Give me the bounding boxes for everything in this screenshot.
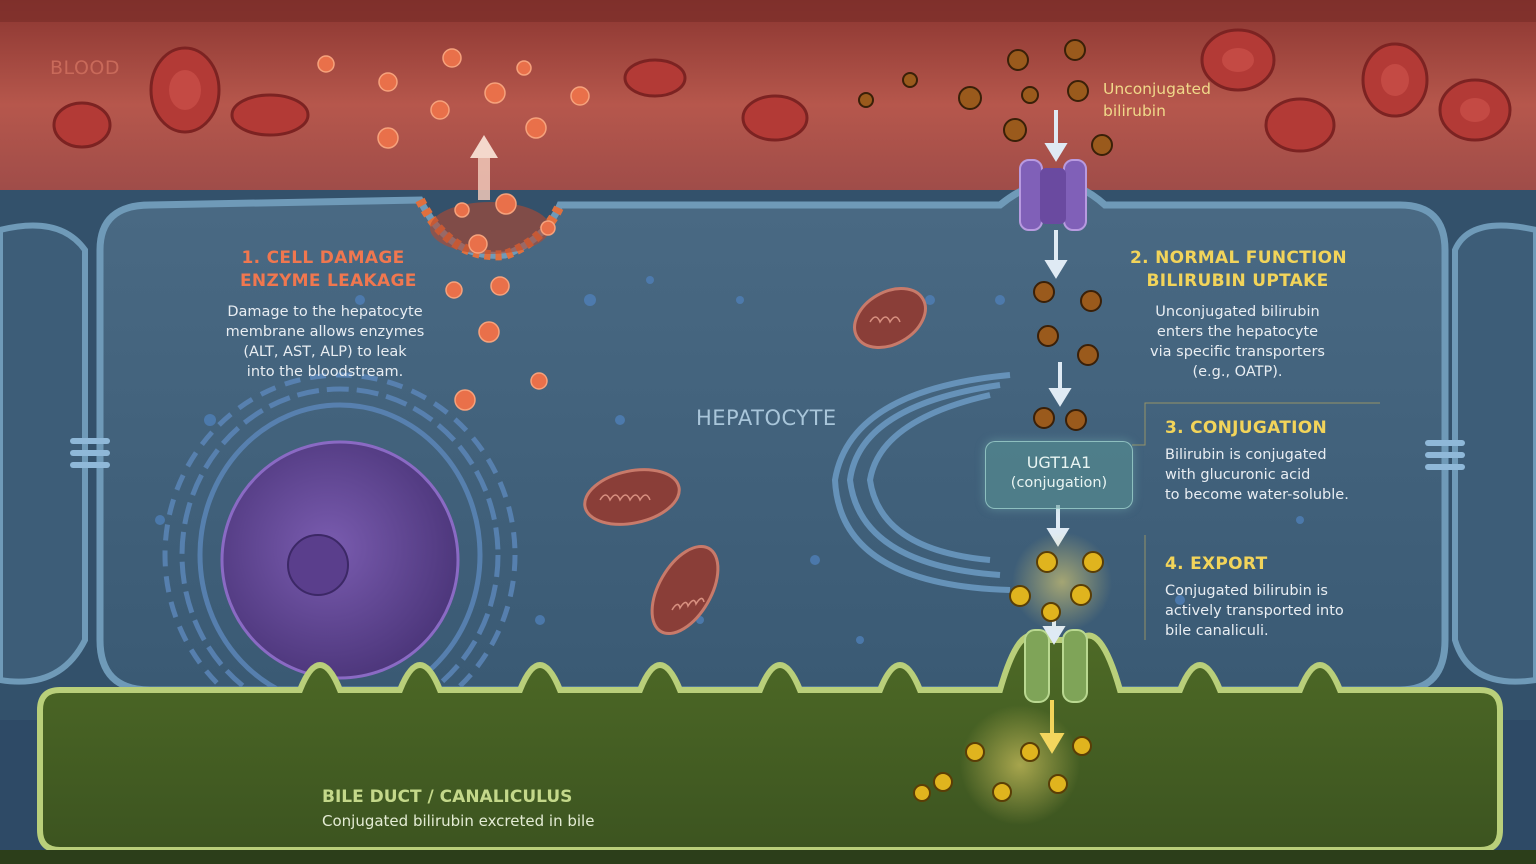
bile-duct-title: BILE DUCT / CANALICULUS [322, 787, 573, 807]
unconjugated-bilirubin [858, 39, 1113, 431]
bile-canaliculus [37, 632, 1503, 853]
step-1-text-line: membrane allows enzymes [225, 324, 425, 340]
ugt1a1-sub: (conjugation) [1010, 475, 1108, 491]
callout-lines [1132, 402, 1380, 640]
step-2-title-line1: 2. NORMAL FUNCTION [1130, 248, 1347, 268]
step-2-text-line: via specific transporters [1150, 344, 1325, 360]
step-1-text-line: into the bloodstream. [246, 364, 404, 380]
bile-duct-subtitle: Conjugated bilirubin excreted in bile [322, 812, 595, 830]
step-3-text-line: with glucuronic acid [1165, 467, 1311, 483]
ugt1a1-name: UGT1A1 [1026, 453, 1092, 472]
step-3-text: Bilirubin is conjugated with glucuronic … [1165, 445, 1349, 505]
hepatocyte-label: HEPATOCYTE [696, 406, 837, 430]
ugt1a1-box: UGT1A1 (conjugation) [985, 441, 1133, 509]
mrp2-transporter [1024, 629, 1088, 703]
step-1-block: 1. CELL DAMAGE ENZYME LEAKAGE [240, 248, 417, 291]
step-2-text-line: Unconjugated bilirubin [1155, 304, 1320, 320]
blood-label: BLOOD [50, 57, 120, 79]
step-2-title-line2: BILIRUBIN UPTAKE [1146, 271, 1329, 291]
step-3-text-line: Bilirubin is conjugated [1165, 447, 1327, 463]
golgi-apparatus [831, 372, 1011, 593]
step-2-text: Unconjugated bilirubin enters the hepato… [1135, 302, 1340, 382]
step-1-title-line1: 1. CELL DAMAGE [241, 248, 405, 268]
step-1-text: Damage to the hepatocyte membrane allows… [225, 302, 425, 382]
mitochondria [583, 287, 927, 636]
step-2-block: 2. NORMAL FUNCTION BILIRUBIN UPTAKE [1130, 248, 1347, 291]
step-1-title-line2: ENZYME LEAKAGE [240, 271, 417, 291]
nucleolus [287, 534, 349, 596]
unconjugated-bilirubin-label: Unconjugated bilirubin [1103, 80, 1211, 120]
step-1-text-line: (ALT, AST, ALP) to leak [243, 344, 407, 360]
step-2-text-line: (e.g., OATP). [1192, 364, 1283, 380]
step-3-text-line: to become water-soluble. [1165, 487, 1349, 503]
step-4-text-line: Conjugated bilirubin is [1165, 583, 1328, 599]
oatp-transporter [1019, 159, 1087, 231]
step-2-text-line: enters the hepatocyte [1156, 324, 1319, 340]
leaked-enzymes [317, 48, 590, 411]
step-4-title: 4. EXPORT [1165, 554, 1268, 574]
step-3-title: 3. CONJUGATION [1165, 418, 1328, 438]
conjugated-bilirubin [913, 551, 1104, 802]
step-4-text-line: actively transported into [1165, 603, 1344, 619]
leak-arrow [470, 135, 498, 200]
step-4-text-line: bile canaliculi. [1165, 623, 1269, 639]
step-4-text: Conjugated bilirubin is actively transpo… [1165, 581, 1344, 641]
step-1-text-line: Damage to the hepatocyte [227, 304, 423, 320]
